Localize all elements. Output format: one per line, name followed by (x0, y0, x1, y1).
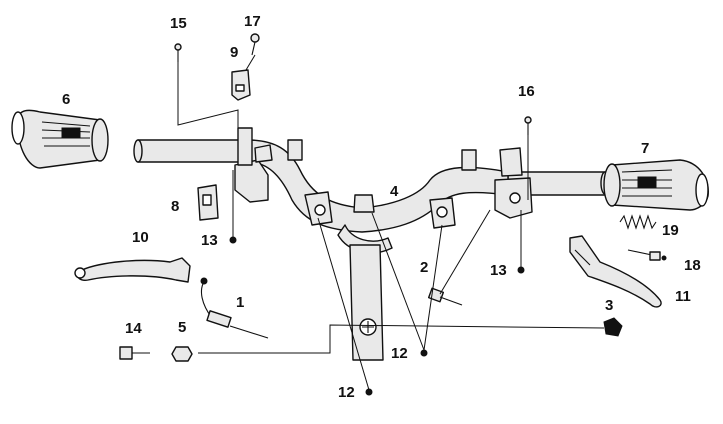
callout-17: 17 (244, 13, 261, 30)
callout-12-right: 12 (391, 345, 408, 362)
right-lever-11 (569, 235, 662, 308)
clamp-8 (197, 184, 219, 221)
callout-16: 16 (518, 83, 535, 100)
fastener-12-right (420, 349, 428, 357)
callout-11: 11 (675, 288, 691, 305)
right-lever-holder (494, 147, 533, 219)
callout-9: 9 (230, 44, 238, 61)
left-grip (11, 109, 109, 169)
callout-13-left: 13 (201, 232, 218, 249)
bolt-17 (250, 33, 260, 56)
callout-15: 15 (170, 15, 187, 32)
callout-4: 4 (390, 183, 399, 200)
cable-adjuster-1 (200, 277, 269, 339)
handlebar (133, 139, 610, 361)
bolt-2 (427, 287, 463, 306)
callout-labels: 1 2 3 4 5 6 7 8 9 10 11 12 12 13 13 14 1… (62, 13, 701, 401)
callout-10: 10 (132, 229, 149, 246)
callout-19: 19 (662, 222, 679, 239)
left-lever-10 (74, 257, 191, 283)
nut-5 (171, 346, 193, 362)
switch-housing-9 (231, 69, 251, 101)
bolt-15 (174, 43, 182, 62)
callout-12-bottom: 12 (338, 384, 355, 401)
callout-18: 18 (684, 257, 701, 274)
callout-13-right: 13 (490, 262, 507, 279)
callout-2: 2 (420, 259, 428, 276)
left-lever-holder (234, 127, 273, 203)
bolt-16 (524, 116, 532, 135)
callout-6: 6 (62, 91, 70, 108)
callout-8: 8 (171, 198, 179, 215)
right-grip (603, 159, 709, 211)
bolt-14 (119, 346, 150, 360)
fastener-13-right (517, 266, 525, 274)
end-cap-3 (603, 317, 623, 337)
bolt-18 (627, 249, 667, 261)
callout-14: 14 (125, 320, 142, 337)
fastener-13-left (229, 236, 237, 244)
callout-1: 1 (236, 294, 244, 311)
callout-5: 5 (178, 319, 186, 336)
leader-lines (177, 54, 605, 391)
callout-3: 3 (605, 297, 613, 314)
spring-19 (619, 214, 657, 230)
callout-7: 7 (641, 140, 649, 157)
